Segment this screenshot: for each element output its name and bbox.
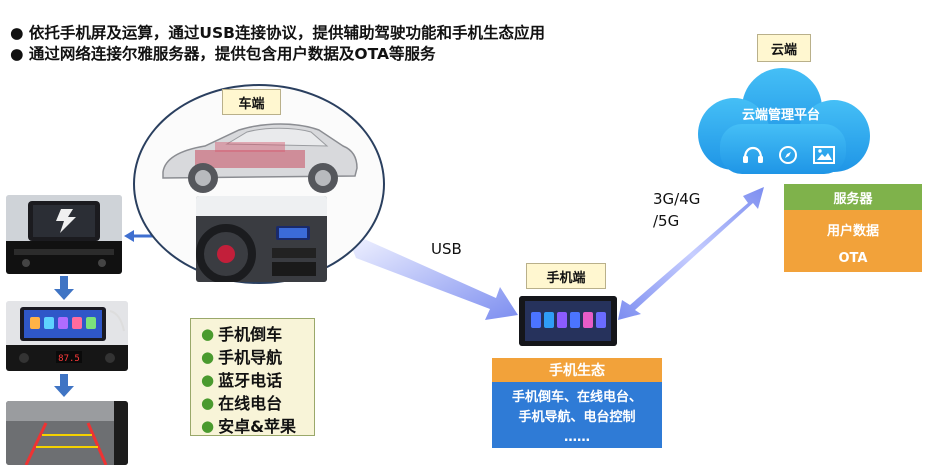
- car-feature-label: 手机倒车: [218, 325, 283, 344]
- car-feature-label: 手机导航: [218, 348, 283, 367]
- head-unit-photo: 87.5: [6, 301, 128, 371]
- header-bullet-2-text: 通过网络连接尔雅服务器，提供包含用户数据及OTA等服务: [28, 45, 436, 63]
- header-bullet-2: ● 通过网络连接尔雅服务器，提供包含用户数据及OTA等服务: [10, 45, 436, 63]
- compass-icon: [779, 146, 797, 164]
- bullet-icon: ●: [201, 325, 215, 343]
- car-feature-label: 在线电台: [218, 394, 283, 413]
- car-side-label-text: 车端: [238, 96, 265, 112]
- bullet-icon: ●: [201, 371, 215, 389]
- car-features-box: ●手机倒车 ●手机导航 ●蓝牙电话 ●在线电台 ●安卓&苹果: [190, 318, 315, 436]
- header-bullet-1: ● 依托手机屏及运算，通过USB连接协议，提供辅助驾驶功能和手机生态应用: [10, 24, 545, 42]
- phone-ecosystem-line: ……: [564, 430, 590, 445]
- car-interior-photo: [196, 196, 327, 282]
- usb-label-text: USB: [431, 240, 462, 258]
- phone-ecosystem-line: 手机导航、电台控制: [518, 410, 636, 425]
- car-feature-item: ●手机倒车: [201, 323, 304, 346]
- reverse-camera-photo: [6, 401, 128, 465]
- bullet-icon: ●: [201, 394, 215, 412]
- car-side-label: 车端: [222, 89, 281, 115]
- car-illustration: [162, 123, 358, 193]
- down-arrow-2-head: [54, 386, 74, 397]
- cloud-side-label-text: 云端: [770, 42, 797, 58]
- phone-ecosystem-line: 手机倒车、在线电台、: [511, 390, 642, 405]
- server-item-label: 用户数据: [826, 223, 879, 239]
- usb-arrow: [352, 238, 518, 320]
- server-item: OTA: [784, 244, 922, 272]
- network-label: 3G/4G /5G: [653, 188, 700, 232]
- bullet-icon: ●: [201, 348, 215, 366]
- phone-side-label-text: 手机端: [546, 270, 586, 286]
- car-feature-item: ●安卓&苹果: [201, 415, 304, 438]
- car-feature-label: 蓝牙电话: [218, 371, 283, 390]
- phone-mounted-photo: [6, 195, 122, 274]
- car-to-head-unit-arrowhead: [124, 230, 134, 242]
- phone-side-label: 手机端: [526, 263, 606, 289]
- server-title: 服务器: [784, 184, 922, 210]
- phone-ecosystem-title: 手机生态: [492, 358, 662, 382]
- network-label-line2: /5G: [653, 212, 680, 230]
- server-item-label: OTA: [838, 250, 868, 266]
- down-arrow-1-head: [54, 289, 74, 300]
- headset-icon: [743, 146, 763, 163]
- bullet-icon: ●: [201, 417, 215, 435]
- phone-ecosystem-box: 手机倒车、在线电台、 手机导航、电台控制 ……: [492, 382, 662, 448]
- cloud-platform-title-text: 云端管理平台: [741, 108, 820, 123]
- car-feature-label: 安卓&苹果: [218, 417, 297, 436]
- down-arrow-1-shaft: [60, 276, 68, 291]
- network-arrow: [618, 187, 764, 320]
- network-label-line1: 3G/4G: [653, 190, 701, 208]
- header-bullet-1-text: 依托手机屏及运算，通过USB连接协议，提供辅助驾驶功能和手机生态应用: [28, 24, 545, 42]
- cloud-side-label: 云端: [757, 34, 811, 62]
- phone-screen-photo: [519, 296, 617, 346]
- server-content-box: 用户数据 OTA: [784, 210, 922, 272]
- server-title-text: 服务器: [833, 191, 873, 207]
- cloud-platform-title: 云端管理平台: [716, 104, 846, 123]
- car-feature-item: ●在线电台: [201, 392, 304, 415]
- svg-text:87.5: 87.5: [58, 354, 80, 364]
- server-item: 用户数据: [784, 210, 922, 244]
- car-feature-item: ●蓝牙电话: [201, 369, 304, 392]
- usb-label: USB: [431, 240, 462, 258]
- phone-ecosystem-title-text: 手机生态: [549, 363, 605, 379]
- image-icon: [813, 146, 835, 164]
- down-arrow-2-shaft: [60, 374, 68, 388]
- car-feature-item: ●手机导航: [201, 346, 304, 369]
